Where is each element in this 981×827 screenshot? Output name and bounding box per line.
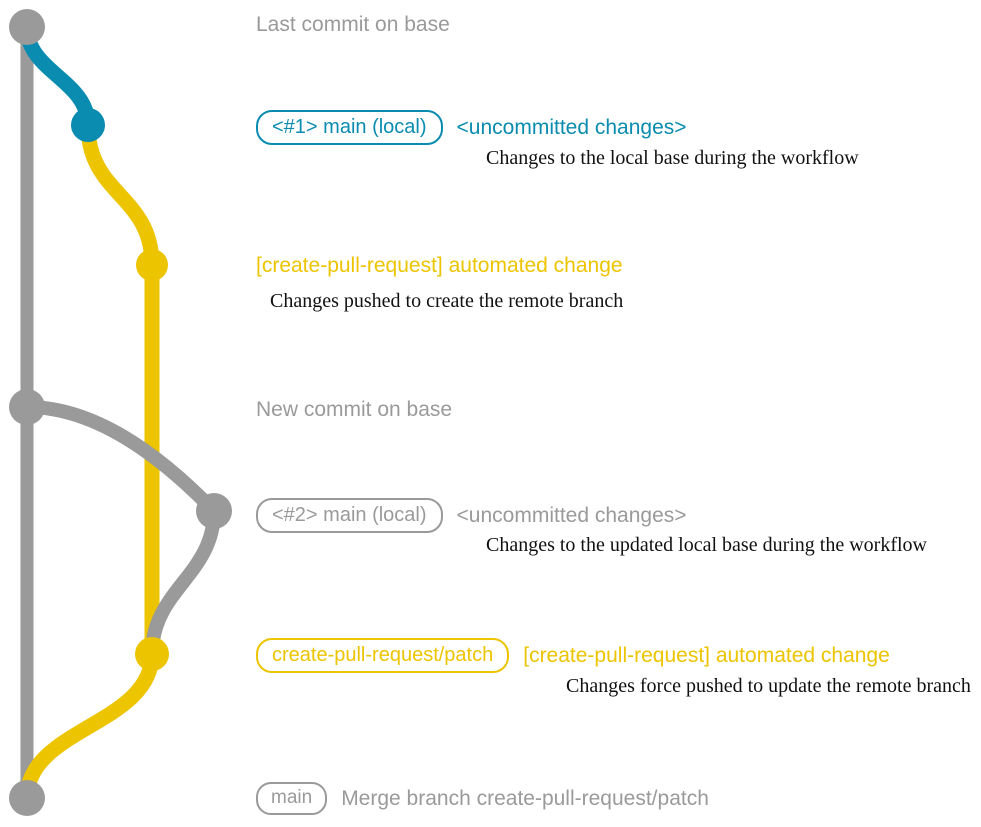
commit-dot-remote-1[interactable] bbox=[136, 249, 168, 281]
branch-line-remote-1 bbox=[80, 117, 160, 273]
commit-subject-remote-2: [create-pull-request] automated change bbox=[523, 644, 890, 667]
ref-badge-local-1[interactable]: <#1> main (local) bbox=[256, 110, 443, 145]
commit-row-local-2: <#2> main (local) <uncommitted changes> bbox=[256, 498, 687, 533]
ref-badge-merge[interactable]: main bbox=[256, 782, 328, 815]
commit-subject-base-new: New commit on base bbox=[256, 398, 453, 421]
commit-row-base-last: Last commit on base bbox=[256, 14, 450, 35]
commit-description-remote-2: Changes force pushed to update the remot… bbox=[566, 675, 971, 697]
branch-line-merge bbox=[19, 646, 160, 806]
branch-line-local-2 bbox=[20, 400, 221, 518]
commit-dot-base-new[interactable] bbox=[9, 389, 45, 425]
commit-row-base-new: New commit on base bbox=[256, 399, 452, 420]
commit-dot-base-last[interactable] bbox=[9, 9, 45, 45]
commit-dot-local-2[interactable] bbox=[196, 493, 232, 529]
commit-subject-base-last: Last commit on base bbox=[256, 13, 450, 36]
ref-badge-remote-2[interactable]: create-pull-request/patch bbox=[256, 638, 510, 673]
commit-row-local-1: <#1> main (local) <uncommitted changes> bbox=[256, 110, 687, 145]
commit-dot-local-1[interactable] bbox=[71, 108, 105, 142]
commit-subject-merge: Merge branch create-pull-request/patch bbox=[341, 787, 709, 810]
commit-dot-merge[interactable] bbox=[9, 780, 45, 816]
branch-line-local-2-to-remote-2 bbox=[145, 504, 221, 661]
commit-row-remote-1: [create-pull-request] automated change bbox=[256, 255, 623, 276]
commit-row-remote-2: create-pull-request/patch [create-pull-r… bbox=[256, 638, 890, 673]
commit-row-merge: main Merge branch create-pull-request/pa… bbox=[256, 782, 709, 815]
ref-badge-local-2[interactable]: <#2> main (local) bbox=[256, 498, 443, 533]
commit-description-local-2: Changes to the updated local base during… bbox=[486, 534, 927, 556]
commit-description-remote-1: Changes pushed to create the remote bran… bbox=[270, 290, 624, 312]
commit-subject-remote-1: [create-pull-request] automated change bbox=[256, 254, 623, 277]
commit-description-local-1: Changes to the local base during the wor… bbox=[486, 147, 859, 169]
commit-subject-local-2: <uncommitted changes> bbox=[456, 504, 687, 527]
commit-subject-local-1: <uncommitted changes> bbox=[456, 116, 687, 139]
commit-dot-remote-2[interactable] bbox=[135, 637, 169, 671]
